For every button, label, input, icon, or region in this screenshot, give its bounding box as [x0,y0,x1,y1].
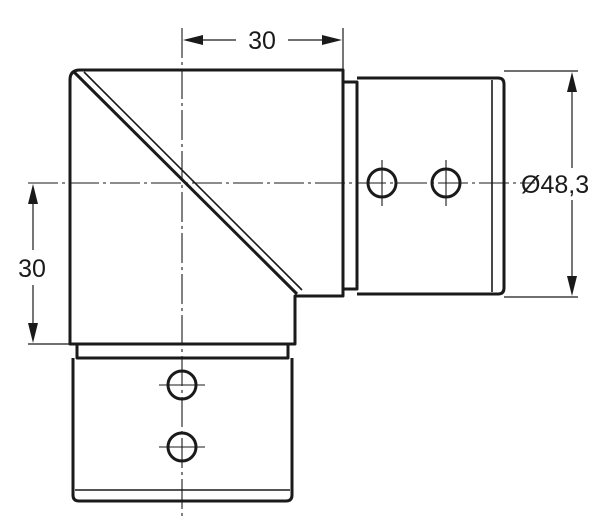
diameter-arrow-top [567,72,577,92]
screw-hole [366,160,398,206]
diameter-label: Ø48,3 [521,171,589,199]
top-dimension: 30 [183,27,344,70]
left-arrow-top [28,184,38,204]
left-arrow-bottom [28,323,38,343]
right-sleeve-collar [341,80,359,291]
left-dimension-label: 30 [18,255,46,283]
screw-holes [159,160,462,463]
elbow-body-outline [68,68,345,346]
centre-lines [28,28,535,516]
top-arrow-right [322,35,342,45]
diameter-dimension: Ø48,3 [504,70,589,298]
top-arrow-left [183,35,203,45]
top-dimension-label: 30 [248,27,276,55]
right-sleeve-tube [357,76,506,296]
screw-hole [159,369,205,401]
diameter-arrow-bottom [567,276,577,296]
left-dimension: 30 [18,184,70,345]
mitre-line-shadow [83,71,303,291]
elbow-body [68,68,345,346]
screw-hole [159,431,205,463]
screw-hole [430,160,462,206]
right-sleeve [341,76,506,296]
